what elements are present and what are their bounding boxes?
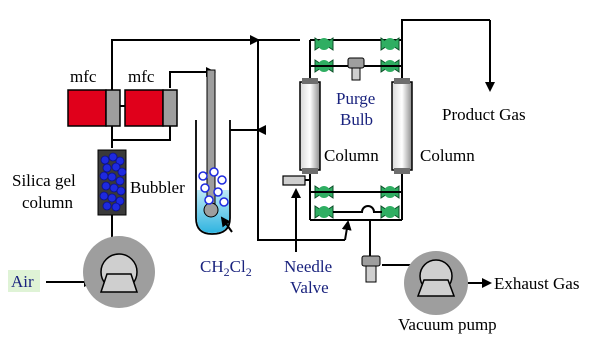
needle-valve [282,175,306,186]
silica-gel-label-line1: Silica gel [12,171,76,190]
valve-set-bottom [314,185,400,219]
column-left [299,78,321,174]
column-left-label: Column [324,146,379,165]
ch2cl2-pointer [220,216,233,233]
mfc-left [67,89,121,127]
column-right [391,78,413,174]
silica-gel-column [97,149,127,216]
mfc-left-label: mfc [70,67,97,86]
purge-bulb [347,57,365,81]
mfc-right [124,89,178,127]
needle-valve-label-line2: Valve [290,278,329,297]
vacuum-pump [404,251,468,315]
mfc-link-line [112,126,171,141]
needle-valve-label-line1: Needle [284,257,332,276]
ch2cl2-label: CH2Cl2 [200,257,252,279]
column-right-label: Column [420,146,475,165]
bubbler [195,69,231,235]
air-label: Air [11,272,34,291]
vacuum-pump-label: Vacuum pump [398,315,497,334]
exhaust-gas-label: Exhaust Gas [494,274,579,293]
purge-bulb-label-line1: Purge [336,89,375,108]
air-pump [83,236,155,308]
purge-bulb-label-line2: Bulb [340,110,373,129]
product-gas-label: Product Gas [442,105,526,124]
bubbler-label: Bubbler [130,178,185,197]
valve-bypass-line [333,205,382,213]
mfc-right-label: mfc [128,67,155,86]
air-label-background [8,270,40,292]
vacuum-valve [361,255,381,283]
silica-gel-label-line2: column [22,193,73,212]
